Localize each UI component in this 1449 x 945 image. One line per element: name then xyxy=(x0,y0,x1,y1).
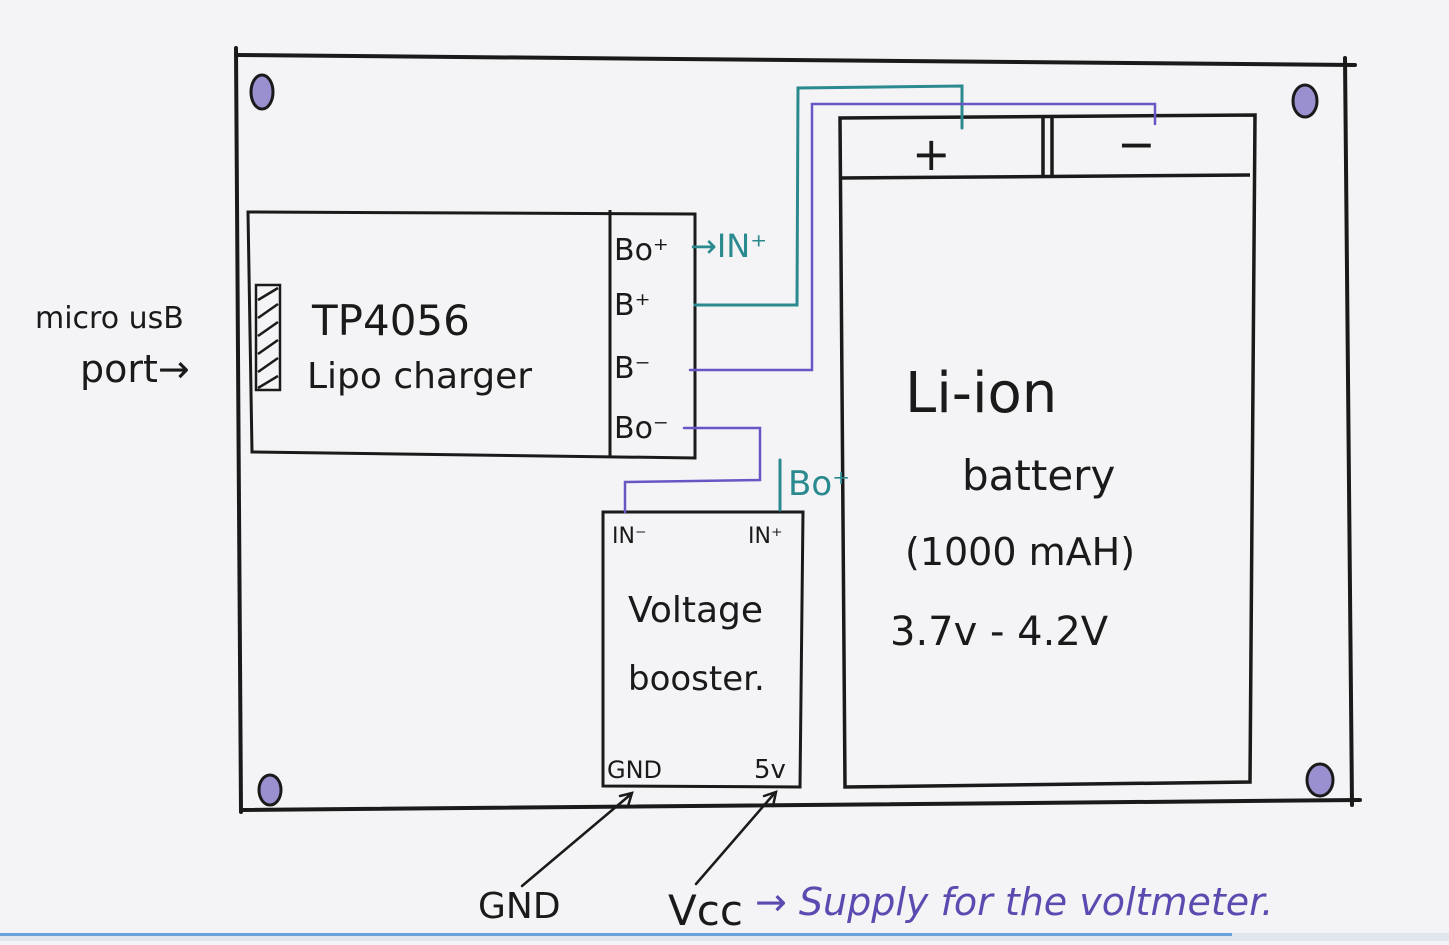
pin-b-plus: B⁺ xyxy=(614,288,650,323)
pin-bo-minus: Bo⁻ xyxy=(614,411,669,446)
micro-usb-port-icon xyxy=(254,283,282,392)
booster-5v-pin: 5v xyxy=(754,755,786,785)
board-outline xyxy=(234,46,1362,814)
booster-title-1: Voltage xyxy=(628,590,763,631)
pin-b-minus: B⁻ xyxy=(614,351,650,386)
teal-wires xyxy=(693,84,964,512)
lipo-charger-title: Lipo charger xyxy=(307,356,532,397)
battery-subtitle: battery xyxy=(962,451,1115,500)
battery-plus: + xyxy=(912,127,951,181)
pin-bo-plus: Bo⁺ xyxy=(614,233,669,268)
bo-plus-teal-label: Bo⁺ xyxy=(788,464,850,504)
voltmeter-supply-note: → Supply for the voltmeter. xyxy=(755,880,1273,924)
port-label: port→ xyxy=(80,347,190,391)
booster-in-minus: IN⁻ xyxy=(612,524,647,549)
battery-title: Li-ion xyxy=(905,361,1057,426)
booster-title-2: booster. xyxy=(628,659,765,699)
battery-capacity: (1000 mAH) xyxy=(905,530,1135,574)
battery-outline xyxy=(838,113,1257,789)
gnd-output-label: GND xyxy=(478,886,561,927)
output-arrows xyxy=(520,790,778,888)
micro-usb-label: micro usB xyxy=(35,301,184,336)
video-progress-bar[interactable] xyxy=(0,933,1449,941)
mounting-hole-icon xyxy=(249,73,1335,807)
in-plus-label: →IN⁺ xyxy=(690,227,767,265)
tp4056-title: TP4056 xyxy=(311,296,470,345)
tp4056-board xyxy=(246,210,697,460)
voltage-booster-board xyxy=(601,510,805,789)
battery-voltage: 3.7v - 4.2V xyxy=(890,609,1109,655)
booster-in-plus: IN⁺ xyxy=(748,524,783,549)
purple-wires xyxy=(623,102,1157,514)
vcc-output-label: Vcc xyxy=(668,886,743,935)
booster-gnd-pin: GND xyxy=(607,756,662,784)
video-progress-fill xyxy=(0,933,1232,936)
battery-minus: − xyxy=(1117,117,1156,171)
